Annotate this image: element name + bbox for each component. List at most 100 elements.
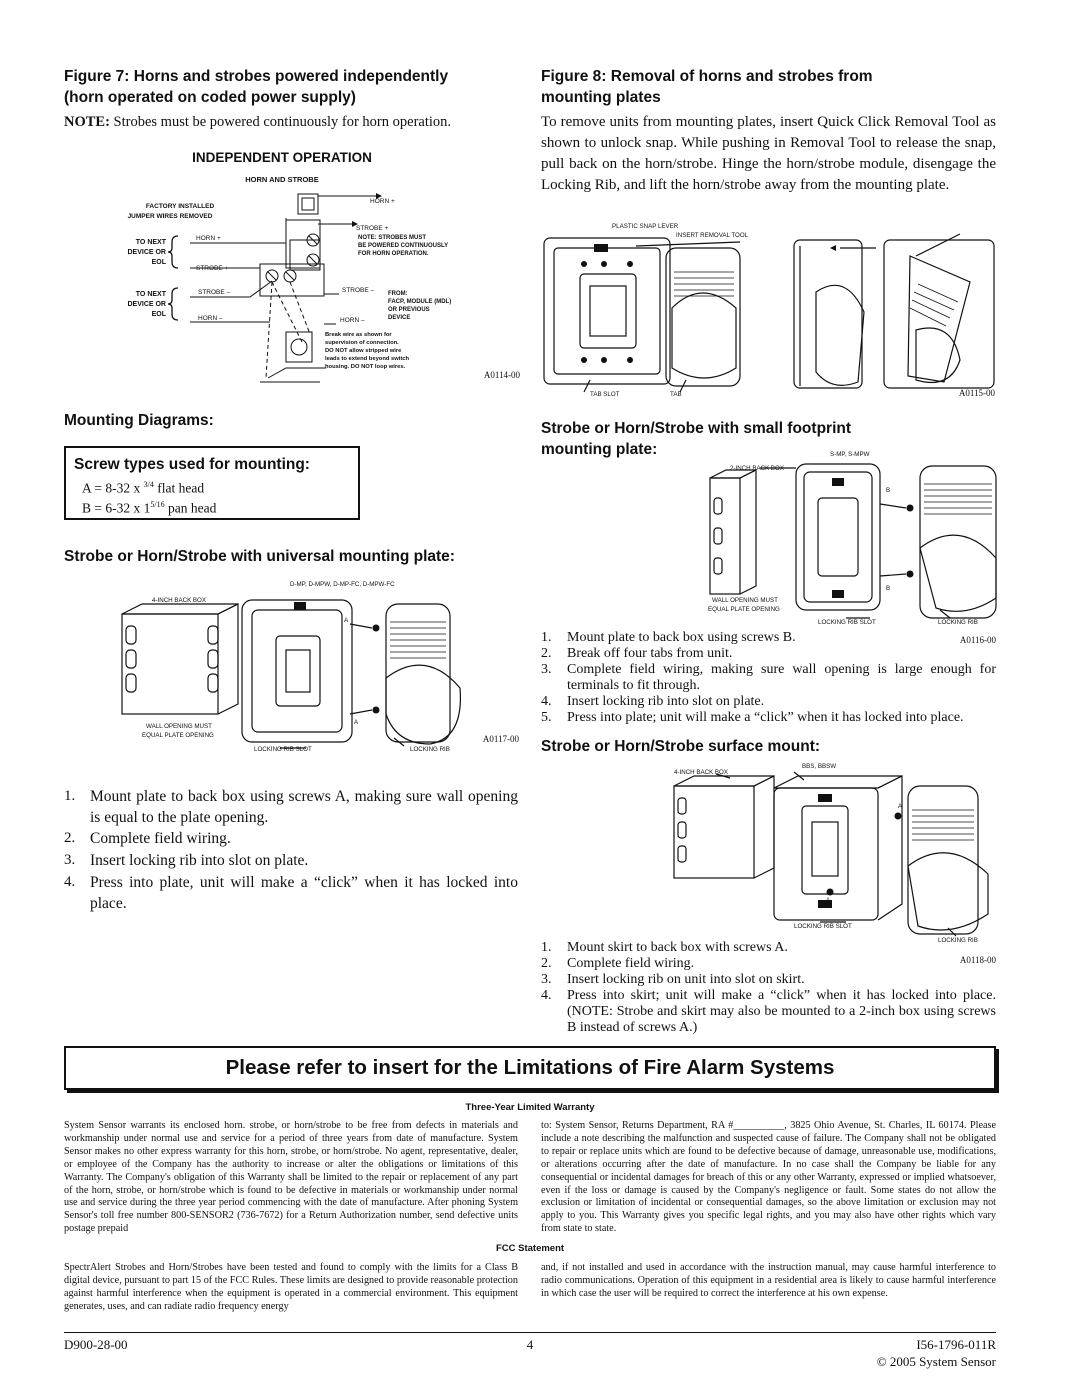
surface-locking-rib: LOCKING RIB — [938, 937, 978, 944]
fig8-title-line2: mounting plates — [541, 89, 661, 106]
universal-step-2-text: Complete field wiring. — [90, 830, 231, 847]
surface-code: A0118-00 — [959, 955, 996, 965]
footer-rule — [64, 1332, 996, 1333]
to-next-b1: TO NEXT — [136, 291, 167, 298]
fig8-code: A0115-00 — [959, 388, 996, 398]
surface-step-2-num: 2. — [541, 956, 552, 971]
screw-b-prefix: B = 6-32 x 1 — [82, 500, 151, 516]
fig8-removal-diagram: PLASTIC SNAP LEVER INSERT REMOVAL TOOL T… — [543, 223, 996, 398]
fig7-code: A0114-00 — [484, 370, 520, 380]
universal-plate-title: Strobe or Horn/Strobe with universal mou… — [64, 548, 455, 565]
small-back-box: 2-INCH BACK BOX — [730, 465, 784, 472]
surface-a-right: A — [898, 803, 903, 810]
horn-plus-left: HORN + — [196, 235, 221, 242]
fcc-right-text: and, if not installed and used in accord… — [541, 1262, 996, 1299]
fig7-diagram-heading: INDEPENDENT OPERATION — [192, 150, 372, 165]
fig7-diagram-subheading: HORN AND STROBE — [245, 175, 318, 184]
universal-locking-rib: LOCKING RIB — [410, 746, 450, 753]
jumper-removed-label: JUMPER WIRES REMOVED — [128, 213, 213, 220]
small-step-2-text: Break off four tabs from unit. — [567, 646, 733, 661]
note-strobes-1: NOTE: STROBES MUST — [358, 235, 426, 241]
mounting-diagrams-title: Mounting Diagrams: — [64, 412, 214, 429]
surface-step-2-text: Complete field wiring. — [567, 956, 695, 971]
universal-back-box: 4-INCH BACK BOX — [152, 597, 206, 604]
horn-plus-top: HORN + — [370, 198, 395, 205]
universal-a-bottom: A — [354, 719, 359, 726]
to-next-a1: TO NEXT — [136, 239, 167, 246]
footer-doc-number: D900-28-00 — [64, 1337, 128, 1352]
universal-code: A0117-00 — [483, 734, 520, 744]
small-locking-rib: LOCKING RIB — [938, 619, 978, 626]
small-wall-2: EQUAL PLATE OPENING — [708, 606, 780, 613]
universal-a-top: A — [344, 617, 349, 624]
surface-step-1-num: 1. — [541, 940, 552, 955]
fig7-note: NOTE: Strobes must be powered continuous… — [64, 112, 520, 133]
small-step-2: 2.Break off four tabs from unit. — [541, 646, 996, 662]
break-note-3: DO NOT allow stripped wire — [325, 348, 402, 354]
fig7-note-label: NOTE: — [64, 114, 110, 130]
universal-step-4-text: Press into plate, unit will make a “clic… — [90, 874, 518, 912]
footer-part-number: I56-1796-011R — [916, 1337, 996, 1352]
small-models: S-MP, S-MPW — [830, 451, 870, 458]
small-step-5: 5.Press into plate; unit will make a “cl… — [541, 710, 996, 726]
to-next-a2: DEVICE OR — [127, 249, 166, 256]
break-note-5: housing. DO NOT loop wires. — [325, 364, 406, 370]
fig7-title: Figure 7: Horns and strobes powered inde… — [64, 66, 520, 108]
small-b-top: B — [886, 487, 890, 494]
screw-b-line: B = 6-32 x 15/16 pan head — [82, 496, 216, 518]
small-step-5-text: Press into plate; unit will make a “clic… — [567, 710, 964, 725]
fig8-paragraph: To remove units from mounting plates, in… — [541, 114, 996, 193]
to-next-b2: DEVICE OR — [127, 301, 166, 308]
surface-step-3-num: 3. — [541, 972, 552, 987]
break-note-1: Break wire as shown for — [325, 332, 392, 338]
surface-mount-title: Strobe or Horn/Strobe surface mount: — [541, 738, 821, 755]
fig7-wiring-diagram: INDEPENDENT OPERATION HORN AND STROBE FA… — [127, 150, 520, 383]
universal-step-2-num: 2. — [64, 830, 76, 846]
warranty-right-text: to: System Sensor, Returns Department, R… — [541, 1120, 996, 1235]
from-label-4: DEVICE — [388, 315, 410, 321]
universal-step-4: 4.Press into plate, unit will make a “cl… — [64, 872, 518, 914]
universal-step-1: 1. Mount plate to back box using screws A… — [64, 786, 518, 828]
surface-step-1-text: Mount skirt to back box with screws A. — [567, 940, 788, 955]
universal-step-1-num: 1. — [64, 788, 76, 804]
small-b-bottom: B — [886, 585, 890, 592]
fig7-note-text: Strobes must be powered continuously for… — [109, 114, 452, 130]
strobe-plus-right: STROBE + — [356, 225, 389, 232]
to-next-a3: EOL — [152, 259, 167, 266]
horn-minus-left: HORN – — [198, 315, 223, 322]
fig7-title-line2: (horn operated on coded power supply) — [64, 89, 356, 106]
small-code: A0116-00 — [959, 635, 996, 645]
tab-label: TAB — [670, 391, 682, 398]
from-label-3: OR PREVIOUS — [388, 307, 430, 313]
universal-step-3: 3.Insert locking rib into slot on plate. — [64, 850, 518, 872]
small-wall-1: WALL OPENING MUST — [712, 597, 778, 604]
universal-wall-2: EQUAL PLATE OPENING — [142, 732, 214, 739]
screw-a-suffix: flat head — [153, 480, 205, 496]
footer-copyright: © 2005 System Sensor — [876, 1354, 996, 1369]
screw-b-suffix: pan head — [164, 500, 217, 516]
screw-a-line: A = 8-32 x 3/4 flat head — [82, 476, 204, 498]
universal-models: D-MP, D-MPW, D-MP-FC, D-MPW-FC — [290, 581, 395, 588]
universal-wall-1: WALL OPENING MUST — [146, 723, 212, 730]
surface-step-3: 3.Insert locking rib on unit into slot o… — [541, 972, 996, 988]
break-note-4: leads to extend beyond switch — [325, 356, 410, 362]
limitations-banner: Please refer to insert for the Limitatio… — [64, 1046, 996, 1090]
fcc-title: FCC Statement — [495, 1243, 565, 1254]
universal-step-1-text: Mount plate to back box using screws A, … — [90, 788, 518, 826]
footer-page-number: 4 — [526, 1337, 534, 1352]
fig8-title: Figure 8: Removal of horns and strobes f… — [541, 66, 996, 108]
note-strobes-3: FOR HORN OPERATION. — [358, 251, 429, 257]
surface-back-box: 4-INCH BACK BOX — [674, 769, 728, 776]
warranty-left-text: System Sensor warrants its enclosed horn… — [64, 1120, 518, 1235]
screw-a-fraction: 3/4 — [143, 480, 154, 489]
fcc-left-text: SpectrAlert Strobes and Horn/Strobes hav… — [64, 1262, 518, 1312]
surface-models: BBS, BBSW — [802, 763, 836, 770]
small-step-1: 1.Mount plate to back box using screws B… — [541, 630, 996, 646]
strobe-minus-left: STROBE – — [198, 289, 231, 296]
universal-locking-slot: LOCKING RIB SLOT — [254, 746, 312, 753]
universal-steps: 1. Mount plate to back box using screws A… — [64, 786, 518, 914]
universal-step-3-text: Insert locking rib into slot on plate. — [90, 852, 309, 869]
small-steps: 1.Mount plate to back box using screws B… — [541, 630, 996, 726]
small-footprint-title: Strobe or Horn/Strobe with small footpri… — [541, 418, 941, 460]
screw-types-box: Screw types used for mounting: A = 8-32 … — [64, 446, 360, 520]
